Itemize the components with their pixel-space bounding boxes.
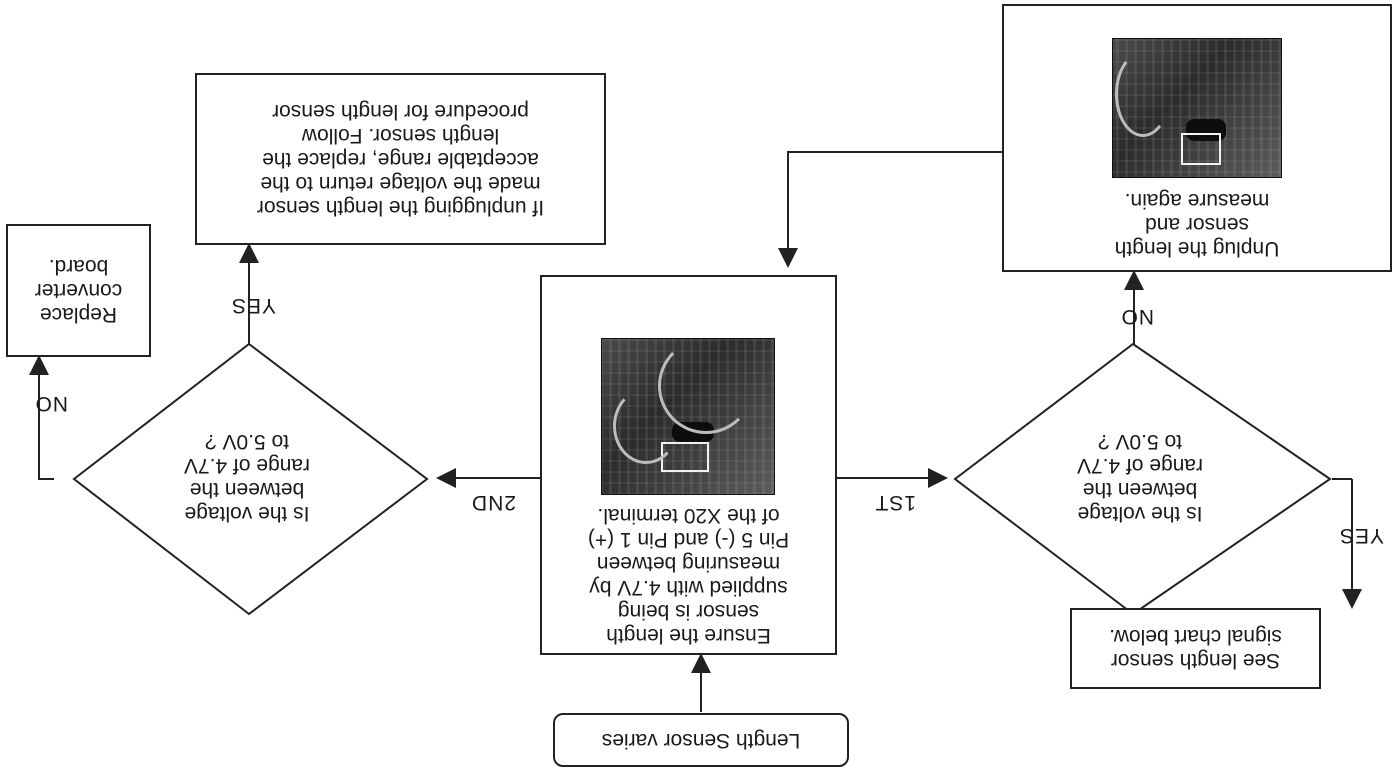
replace-board-text: Replace converter board. (34, 255, 123, 327)
decision-1st-text: Is the voltage between the range of 4.7V… (1010, 417, 1270, 537)
connector-no-to-replace-board (29, 355, 54, 480)
start-label: Length Sensor varies (601, 729, 801, 752)
signal-chart-text: See length sensor signal chart below. (1109, 625, 1282, 673)
label-no-1: NO (1120, 305, 1155, 328)
replace-sensor-box: If unplugging the length sensor made the… (195, 73, 606, 245)
label-no-2: NO (34, 392, 69, 415)
ensure-voltage-box: Ensure the length sensor is being suppli… (540, 275, 837, 655)
decision-2nd-label: Is the voltage between the range of 4.7V… (183, 430, 311, 525)
decision-diamond-1st (953, 342, 1332, 616)
unplug-sensor-box: Unplug the length sensor and measure aga… (1002, 4, 1392, 272)
label-yes-2: YES (230, 294, 276, 317)
sensor-connector-photo (1112, 38, 1282, 178)
label-1st: 1ST (874, 491, 916, 514)
connector-highlight-box (1181, 133, 1221, 165)
decision-2nd-text: Is the voltage between the range of 4.7V… (117, 417, 377, 537)
ensure-text: Ensure the length sensor is being suppli… (587, 504, 790, 647)
x20-terminal-photo (601, 338, 776, 495)
label-yes-1: YES (1338, 524, 1384, 547)
start-terminal: Length Sensor varies (553, 713, 849, 767)
label-2nd: 2ND (470, 491, 516, 514)
replace-board-box: Replace converter board. (6, 224, 151, 357)
connector-unplug-return (778, 151, 1002, 268)
decision-1st-label: Is the voltage between the range of 4.7V… (1076, 430, 1204, 525)
signal-chart-box: See length sensor signal chart below. (1070, 608, 1321, 689)
replace-sensor-text: If unplugging the length sensor made the… (256, 100, 545, 219)
unplug-text: Unplug the length sensor and measure aga… (1114, 189, 1280, 260)
decision-diamond-2nd (72, 342, 429, 616)
